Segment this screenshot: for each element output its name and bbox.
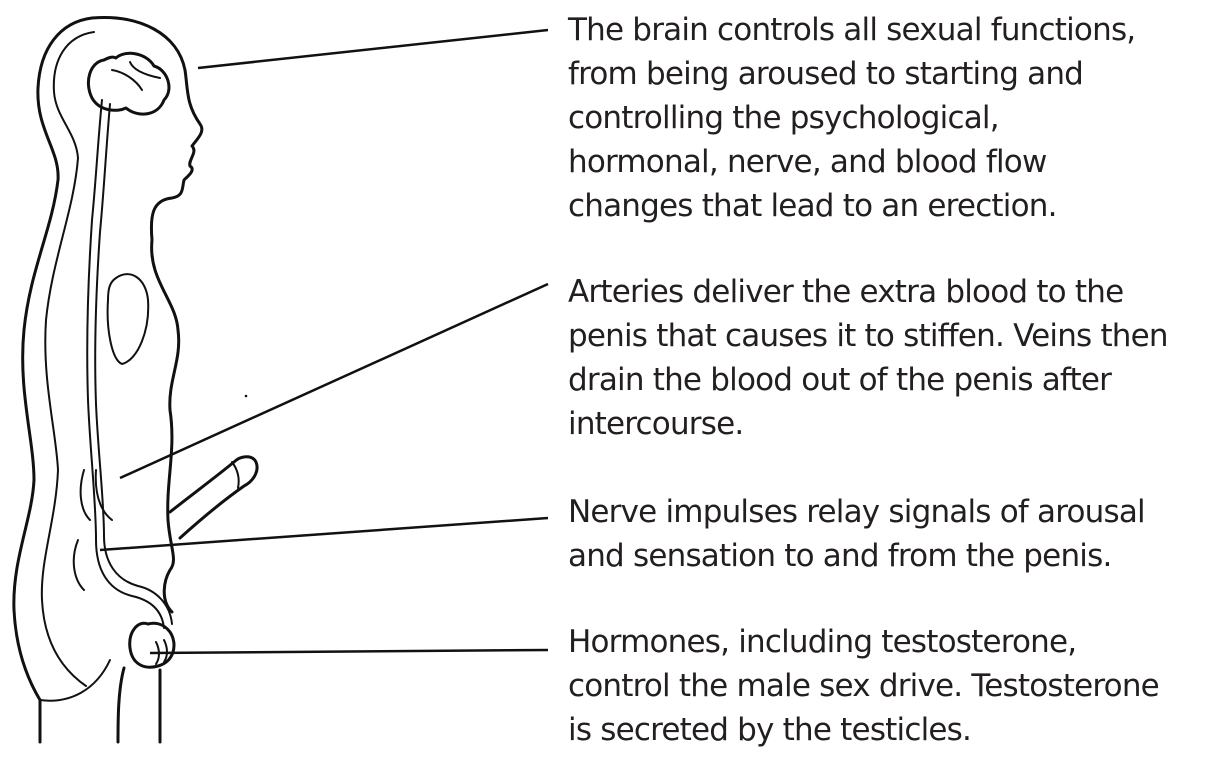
- leader-line-hormones: [150, 650, 548, 653]
- speck: [245, 395, 248, 398]
- caption-hormones: Hormones, including testosterone, contro…: [568, 620, 1213, 752]
- head-inner-outline: [42, 32, 94, 686]
- leader-line-brain: [198, 30, 548, 68]
- penis: [170, 457, 257, 538]
- testicles: [130, 623, 174, 667]
- brain: [88, 53, 169, 114]
- caption-arteries: Arteries deliver the extra blood to the …: [568, 270, 1213, 446]
- speck: [151, 255, 154, 258]
- buttock: [40, 660, 110, 701]
- heart: [108, 274, 149, 364]
- penis-glans: [232, 462, 239, 488]
- leg-back: [118, 668, 124, 742]
- caption-nerves: Nerve impulses relay signals of arousal …: [568, 490, 1213, 578]
- leader-line-arteries: [120, 284, 548, 478]
- body-figure: [14, 17, 257, 742]
- caption-brain: The brain controls all sexual functions,…: [568, 8, 1213, 228]
